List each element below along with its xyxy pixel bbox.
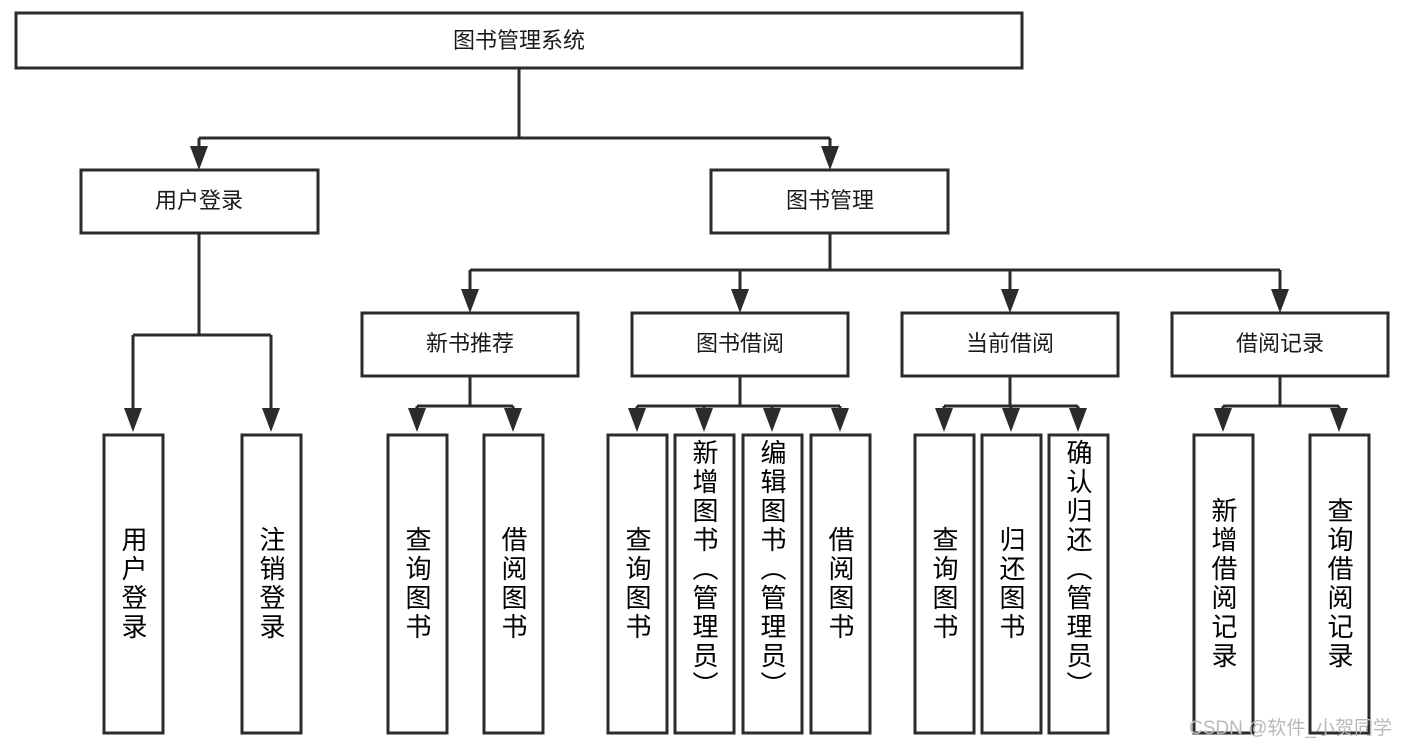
node-new-book-recommend-label: 新书推荐	[426, 331, 514, 356]
node-root-label: 图书管理系统	[453, 28, 585, 53]
node-root[interactable]: 图书管理系统	[14, 11, 1024, 70]
node-leaf-confirm-return-box[interactable]	[1047, 433, 1110, 735]
arrow-head-leaf-query-book-3	[935, 408, 953, 432]
node-leaf-borrow-book-2-box[interactable]	[809, 433, 872, 735]
node-leaf-add-book-label: 新增图书（管理员）	[689, 439, 719, 700]
arrow-head-leaf-query-record	[1330, 408, 1348, 432]
arrow-head-leaf-edit-book	[763, 408, 781, 432]
arrow-head-leaf-return-book	[1002, 408, 1020, 432]
arrow-head-leaf-borrow-book-2	[831, 408, 849, 432]
node-leaf-query-book-3-box[interactable]	[913, 433, 976, 735]
arrow-head-leaf-confirm-return	[1069, 408, 1087, 432]
leaf-layer	[102, 433, 1371, 735]
node-leaf-edit-book-label: 编辑图书（管理员）	[757, 439, 787, 700]
node-leaf-return-book-box[interactable]	[980, 433, 1043, 735]
node-leaf-user-login-label: 用户登录	[118, 526, 148, 642]
node-leaf-borrow-book-1-label: 借阅图书	[498, 526, 528, 642]
node-borrow-record-label: 借阅记录	[1236, 331, 1324, 356]
arrow-head-leaf-add-record	[1214, 408, 1232, 432]
node-leaf-borrow-book-2-label: 借阅图书	[825, 526, 855, 642]
node-leaf-confirm-return-label: 确认归还（管理员）	[1063, 439, 1093, 700]
arrow-head-current-borrow	[1001, 289, 1019, 313]
node-new-book-recommend[interactable]: 新书推荐	[360, 311, 580, 378]
node-current-borrow-box[interactable]	[900, 311, 1120, 378]
arrow-head-borrow-record	[1271, 289, 1289, 313]
node-borrow-record-box[interactable]	[1170, 311, 1390, 378]
node-book-manage-box[interactable]	[709, 168, 950, 235]
node-user-login-box[interactable]	[79, 168, 320, 235]
node-current-borrow-label: 当前借阅	[966, 331, 1054, 356]
node-leaf-edit-book-box[interactable]	[741, 433, 804, 735]
node-leaf-add-record-label: 新增借阅记录	[1208, 497, 1238, 671]
node-leaf-query-record-label: 查询借阅记录	[1324, 497, 1354, 671]
arrow-head-leaf-add-book	[695, 408, 713, 432]
arrow-head-leaf-borrow-book-1	[504, 408, 522, 432]
arrow-head-book-manage	[821, 146, 839, 170]
arrow-head-book-borrow	[731, 289, 749, 313]
arrow-head-leaf-query-book-2	[628, 408, 646, 432]
node-leaf-logout-login-box[interactable]	[240, 433, 303, 735]
arrow-head-new-book-recommend	[461, 289, 479, 313]
node-leaf-query-book-1-label: 查询图书	[402, 526, 432, 642]
node-book-borrow[interactable]: 图书借阅	[630, 311, 850, 378]
node-leaf-logout-login-label: 注销登录	[256, 526, 286, 642]
arrow-head-leaf-user-login	[124, 408, 142, 432]
node-leaf-query-record-box[interactable]	[1308, 433, 1371, 735]
node-borrow-record[interactable]: 借阅记录	[1170, 311, 1390, 378]
node-leaf-return-book-label: 归还图书	[996, 526, 1026, 642]
node-current-borrow[interactable]: 当前借阅	[900, 311, 1120, 378]
node-book-manage[interactable]: 图书管理	[709, 168, 950, 235]
node-new-book-recommend-box[interactable]	[360, 311, 580, 378]
node-book-manage-label: 图书管理	[786, 188, 874, 213]
node-leaf-query-book-3-label: 查询图书	[929, 526, 959, 642]
watermark-label: CSDN @软件_小贺同学	[1189, 718, 1392, 739]
node-leaf-borrow-book-1-box[interactable]	[482, 433, 545, 735]
connector-layer	[124, 68, 1348, 432]
node-leaf-add-book-box[interactable]	[673, 433, 736, 735]
node-book-borrow-box[interactable]	[630, 311, 850, 378]
node-user-login-label: 用户登录	[155, 188, 243, 213]
node-leaf-query-book-2-label: 查询图书	[622, 526, 652, 642]
node-leaf-query-book-1-box[interactable]	[386, 433, 449, 735]
node-book-borrow-label: 图书借阅	[696, 331, 784, 356]
node-leaf-user-login-box[interactable]	[102, 433, 165, 735]
arrow-head-leaf-logout-login	[262, 408, 280, 432]
arrow-head-user-login	[190, 146, 208, 170]
node-root-box[interactable]	[14, 11, 1024, 70]
node-user-login[interactable]: 用户登录	[79, 168, 320, 235]
node-leaf-add-record-box[interactable]	[1192, 433, 1255, 735]
node-leaf-query-book-2-box[interactable]	[606, 433, 669, 735]
arrow-head-leaf-query-book-1	[408, 408, 426, 432]
